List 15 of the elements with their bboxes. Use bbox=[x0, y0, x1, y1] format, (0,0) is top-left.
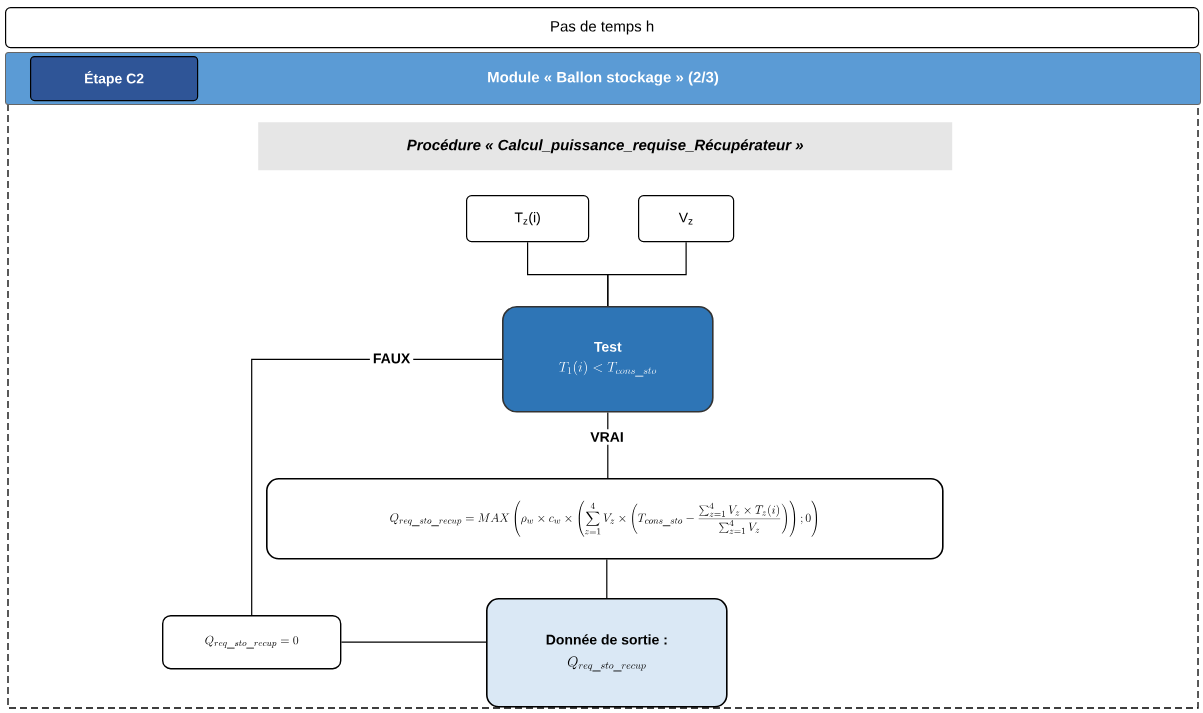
connector bbox=[251, 358, 503, 616]
result-box: $Q_{req\_sto\_recup} = 0$ bbox=[162, 615, 342, 670]
edge-label: VRAI bbox=[587, 429, 627, 445]
step-box: Étape C2 bbox=[30, 56, 199, 102]
connector bbox=[606, 559, 608, 599]
test-box: Test $T_{1}(i) < T_{cons\_sto}$ bbox=[502, 306, 714, 413]
input-box: T$_{z}$(i) bbox=[466, 195, 590, 243]
formula-box: $Q_{req\_sto\_recup} = MAX\left(\rho_{w} \times c_{w} \times \left(\sum_{z=1}^{4} V_{z} \times \left(T_{cons\_sto} - \frac{\sum_{z=1}^{4} V_{z} \times T_{z}(i)}{\sum_{z=1}^{4} V_{z}}\right)\right); 0\right)$ bbox=[266, 478, 944, 560]
output-box: Donnée de sortie : $Q_{req\_sto\_recup}$ bbox=[486, 598, 728, 708]
header-box: Pas de temps h bbox=[5, 7, 1200, 49]
connector bbox=[607, 241, 687, 307]
title-band: Procédure « Calcul_puissance_requise_Récupérateur » bbox=[258, 122, 953, 171]
input-box: V$_{z}$ bbox=[638, 195, 735, 243]
edge-label: FAUX bbox=[369, 350, 414, 367]
connector bbox=[340, 641, 487, 643]
